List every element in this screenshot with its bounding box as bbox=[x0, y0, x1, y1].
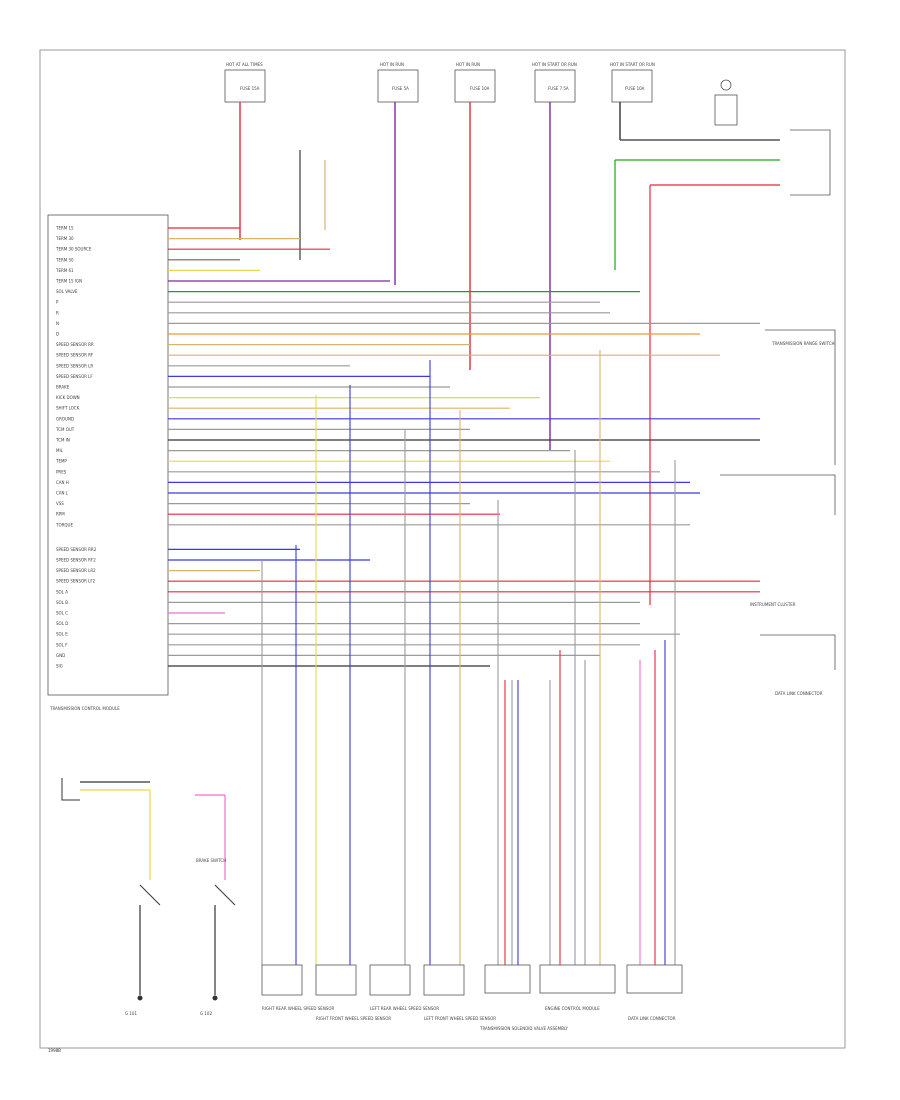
module-pin-list: TERM 15 TERM 30 TERM 30 SOURCE TERM 50 TERM … bbox=[55, 226, 97, 669]
module-pin-label: SPEED SENSOR RR bbox=[56, 342, 94, 347]
fuse-rating-3: FUSE 10A bbox=[470, 86, 490, 91]
fuse-block-2: HOT IN RUN FUSE 5A bbox=[377, 62, 419, 103]
fuse-label-2: HOT IN RUN bbox=[380, 62, 404, 67]
module-pin-label: SOL E bbox=[56, 632, 68, 637]
dlc-box: DATA LINK CONNECTOR bbox=[760, 634, 836, 696]
fuse-rating-4: FUSE 7.5A bbox=[548, 86, 569, 91]
solenoid-assembly: TRANSMISSION SOLENOID VALVE ASSEMBLY bbox=[479, 964, 569, 1031]
module-pin-label: SPEED SENSOR LF bbox=[56, 374, 93, 379]
cluster-label: INSTRUMENT CLUSTER bbox=[750, 602, 796, 607]
module-pin-label: BRAKE bbox=[56, 385, 70, 390]
module-pin-label: SPEED SENSOR RF2 bbox=[56, 558, 96, 563]
ecm-label: ENGINE CONTROL MODULE bbox=[545, 1006, 600, 1011]
fuse-label-1: HOT AT ALL TIMES bbox=[226, 62, 263, 67]
brake-switch: BRAKE SWITCH G 102 bbox=[195, 794, 236, 1016]
ground-left-label: G 101 bbox=[125, 1011, 137, 1016]
top-drop-wires bbox=[239, 102, 780, 605]
fuse-rating-2: FUSE 5A bbox=[392, 86, 409, 91]
fuse-label-3: HOT IN RUN bbox=[456, 62, 480, 67]
module-pin-label: TERM 50 bbox=[55, 257, 74, 262]
module-pin-label: SOL B bbox=[56, 600, 68, 605]
engine-control-module: ENGINE CONTROL MODULE bbox=[539, 964, 616, 1011]
module-pin-label: N bbox=[56, 321, 59, 326]
fuse-label-5: HOT IN START OR RUN bbox=[610, 62, 655, 67]
transmission-control-module bbox=[47, 214, 169, 696]
fuse-label-4: HOT IN START OR RUN bbox=[532, 62, 577, 67]
module-pin-label: SPEED SENSOR LR2 bbox=[56, 568, 96, 573]
module-pin-label: D bbox=[56, 332, 59, 337]
module-pin-label: MIL bbox=[56, 448, 64, 453]
module-pin-label: GROUND bbox=[56, 416, 74, 421]
module-pin-label: SOL A bbox=[56, 589, 68, 594]
module-pin-label: P bbox=[56, 300, 59, 305]
harness-wires bbox=[168, 227, 760, 667]
module-pin-label: SOL VALVE bbox=[56, 289, 78, 294]
module-pin-label: TCM OUT bbox=[55, 427, 75, 432]
fuse-block-4: HOT IN START OR RUN FUSE 7.5A bbox=[532, 62, 577, 103]
module-pin-label: SHIFT LOCK bbox=[56, 406, 80, 411]
fuse-rating-1: FUSE 15A bbox=[240, 86, 260, 91]
diagram-code: 1998B bbox=[48, 1048, 61, 1053]
module-pin-label: VSS bbox=[56, 501, 64, 506]
module-pin-label: SIG bbox=[56, 664, 63, 669]
module-pin-label: SPEED SENSOR RR2 bbox=[56, 547, 97, 552]
ground-right-label: G 102 bbox=[200, 1011, 212, 1016]
module-pin-label: R bbox=[56, 310, 59, 315]
wheel-speed-sensor-lr: LEFT REAR WHEEL SPEED SENSOR bbox=[369, 964, 439, 1011]
trs-label: TRANSMISSION RANGE SWITCH bbox=[771, 341, 835, 346]
module-pin-label: TERM 30 SOURCE bbox=[55, 247, 92, 252]
wheel-speed-sensor-lf: LEFT FRONT WHEEL SPEED SENSOR bbox=[423, 964, 496, 1021]
solenoid-label: TRANSMISSION SOLENOID VALVE ASSEMBLY bbox=[479, 1026, 569, 1031]
vss2-label: RIGHT FRONT WHEEL SPEED SENSOR bbox=[316, 1016, 391, 1021]
brake-switch-label: BRAKE SWITCH bbox=[196, 858, 226, 863]
module-pin-label: TCM IN bbox=[55, 438, 70, 443]
module-pin-label: CAN H bbox=[56, 480, 69, 485]
starter-relay bbox=[714, 79, 831, 196]
module-pin-label: SOL F bbox=[56, 642, 68, 647]
module-pin-label: TERM 15 bbox=[55, 226, 74, 231]
ground-switch-left: G 101 bbox=[61, 778, 161, 1016]
vss4-label: LEFT FRONT WHEEL SPEED SENSOR bbox=[424, 1016, 496, 1021]
module-pin-label: CAN L bbox=[56, 491, 69, 496]
module-pin-label: TERM 15 IGN bbox=[55, 279, 82, 284]
data-link-connector: DATA LINK CONNECTOR bbox=[626, 964, 683, 1021]
module-title: TRANSMISSION CONTROL MODULE bbox=[49, 706, 120, 711]
wheel-speed-sensor-rf: RIGHT FRONT WHEEL SPEED SENSOR bbox=[315, 964, 391, 1021]
cluster-box: INSTRUMENT CLUSTER bbox=[720, 474, 836, 607]
module-pin-label: TERM 61 bbox=[55, 268, 74, 273]
fuse-block-3: HOT IN RUN FUSE 10A bbox=[454, 62, 496, 103]
module-pin-label: PRES bbox=[56, 469, 67, 474]
module-pin-label: SPEED SENSOR LR bbox=[56, 363, 93, 368]
module-pin-label: GND bbox=[56, 653, 65, 658]
dlc-label: DATA LINK CONNECTOR bbox=[775, 691, 823, 696]
fuse-block-5: HOT IN START OR RUN FUSE 10A bbox=[610, 62, 655, 103]
module-pin-label: TORQUE bbox=[55, 522, 73, 527]
vss1-label: RIGHT REAR WHEEL SPEED SENSOR bbox=[262, 1006, 334, 1011]
module-pin-label: RPM bbox=[56, 512, 65, 517]
drop-wires bbox=[261, 350, 676, 965]
module-pin-label: TERM 30 bbox=[55, 236, 74, 241]
module-pin-label: SPEED SENSOR LF2 bbox=[56, 579, 96, 584]
wheel-speed-sensor-rr: RIGHT REAR WHEEL SPEED SENSOR bbox=[261, 964, 334, 1011]
diagram-frame bbox=[39, 49, 846, 1049]
fuse-rating-5: FUSE 10A bbox=[625, 86, 645, 91]
module-pin-label: SOL C bbox=[56, 611, 68, 616]
trs-box: TRANSMISSION RANGE SWITCH bbox=[765, 329, 836, 465]
module-pin-label: SOL D bbox=[56, 621, 68, 626]
fuse-block-1: HOT AT ALL TIMES FUSE 15A bbox=[224, 62, 266, 103]
dlc-bottom-label: DATA LINK CONNECTOR bbox=[628, 1016, 676, 1021]
module-pin-label: TEMP bbox=[55, 459, 67, 464]
vss3-label: LEFT REAR WHEEL SPEED SENSOR bbox=[370, 1006, 439, 1011]
module-pin-label: KICK DOWN bbox=[56, 395, 80, 400]
module-pin-label: SPEED SENSOR RF bbox=[56, 353, 94, 358]
